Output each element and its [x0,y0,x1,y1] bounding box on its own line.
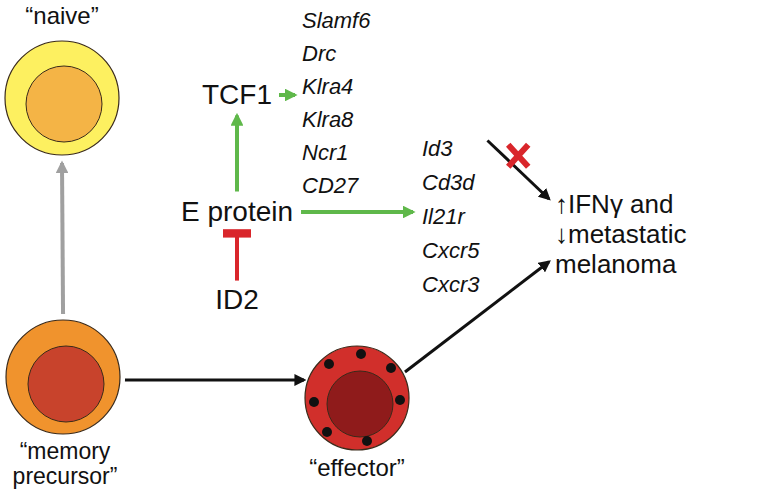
arrow-line [487,141,549,199]
block-cross [508,145,528,167]
cell-body [305,346,409,450]
gene-list: Slamf6DrcKlra4Klra8Ncr1CD27 [300,4,372,202]
factor-label: E protein [177,195,297,230]
gene-name: Ncr1 [302,136,370,169]
outcome-label: ↑IFNγ and ↓metastatic melanoma [555,190,745,280]
gene-name: Slamf6 [302,4,370,37]
granule [395,395,405,405]
granule [362,436,372,446]
cell-body [6,320,120,434]
granule [322,427,332,437]
granule [309,397,319,407]
naive-cell: “naive” [0,0,124,158]
gene-name: CD27 [302,169,370,202]
gene-name: Cxcr3 [422,268,479,302]
outcome-text: ↑IFNγ and ↓metastatic melanoma [555,190,745,280]
cell-nucleus [26,66,102,142]
arrow-line [235,115,239,191]
cell-nucleus [28,346,104,422]
factor-label: ID2 [211,283,263,318]
arrow-line [62,163,63,314]
cell-label: “naive” [0,2,124,30]
arrow-line [405,262,549,372]
gene-name: Drc [302,37,370,70]
effector-cell: “effector” [290,344,424,494]
gene-name: Klra4 [302,70,370,103]
granule [356,349,366,359]
factor-label: TCF1 [198,78,276,113]
cell-label: “effector” [290,454,424,482]
cell-label: “memory precursor” [0,439,130,489]
cell-body [5,41,119,155]
gene-name: Id3 [422,132,479,166]
granule [324,359,334,369]
memory-precursor-cell: “memory precursor” [0,318,130,496]
inhibition-line [235,233,239,280]
granule [386,363,396,373]
gene-name: Cd3d [422,166,479,200]
cell-nucleus [327,371,393,437]
factor-name: ID2 [215,285,259,316]
arrow-line [125,378,304,381]
arrow-line [279,93,295,97]
factor-name: E protein [181,197,293,228]
factor-name: TCF1 [202,80,272,111]
gene-name: Il21r [422,200,479,234]
cross-stroke [508,145,528,167]
gene-list: Id3Cd3dIl21rCxcr5Cxcr3 [420,132,481,302]
gene-name: Klra8 [302,103,370,136]
gene-name: Cxcr5 [422,234,479,268]
arrow-line [301,210,413,214]
